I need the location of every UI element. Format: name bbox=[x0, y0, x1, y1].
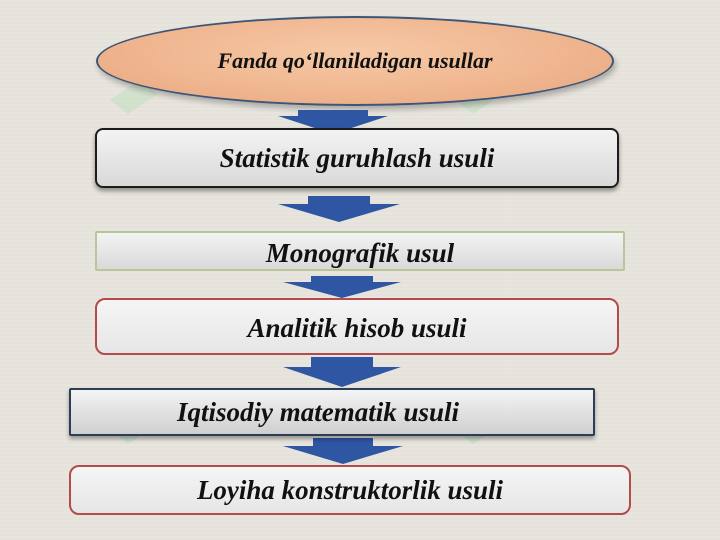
step-box-statistik: Statistik guruhlash usuli bbox=[95, 128, 619, 188]
step-box-monografik: Monografik usul bbox=[95, 231, 625, 271]
step-box-iqtisodiy: Iqtisodiy matematik usuli bbox=[69, 388, 595, 436]
top-ellipse-label: Fanda qo‘llaniladigan usullar bbox=[217, 48, 493, 73]
watermark-shape bbox=[110, 80, 158, 114]
down-arrow-2 bbox=[278, 196, 400, 222]
step-label: Statistik guruhlash usuli bbox=[219, 142, 495, 173]
step-label: Loyiha konstruktorlik usuli bbox=[196, 474, 504, 505]
step-box-analitik: Analitik hisob usuli bbox=[95, 298, 619, 355]
step-label: Iqtisodiy matematik usuli bbox=[176, 396, 460, 427]
down-arrow-5 bbox=[283, 438, 403, 464]
down-arrow-4 bbox=[283, 357, 401, 387]
down-arrow-3 bbox=[283, 276, 401, 298]
step-label: Analitik hisob usuli bbox=[247, 313, 467, 343]
top-ellipse-node: Fanda qo‘llaniladigan usullar bbox=[96, 16, 614, 106]
step-label: Monografik usul bbox=[265, 237, 455, 268]
down-arrow-1 bbox=[278, 110, 388, 134]
step-box-loyiha: Loyiha konstruktorlik usuli bbox=[69, 465, 631, 515]
